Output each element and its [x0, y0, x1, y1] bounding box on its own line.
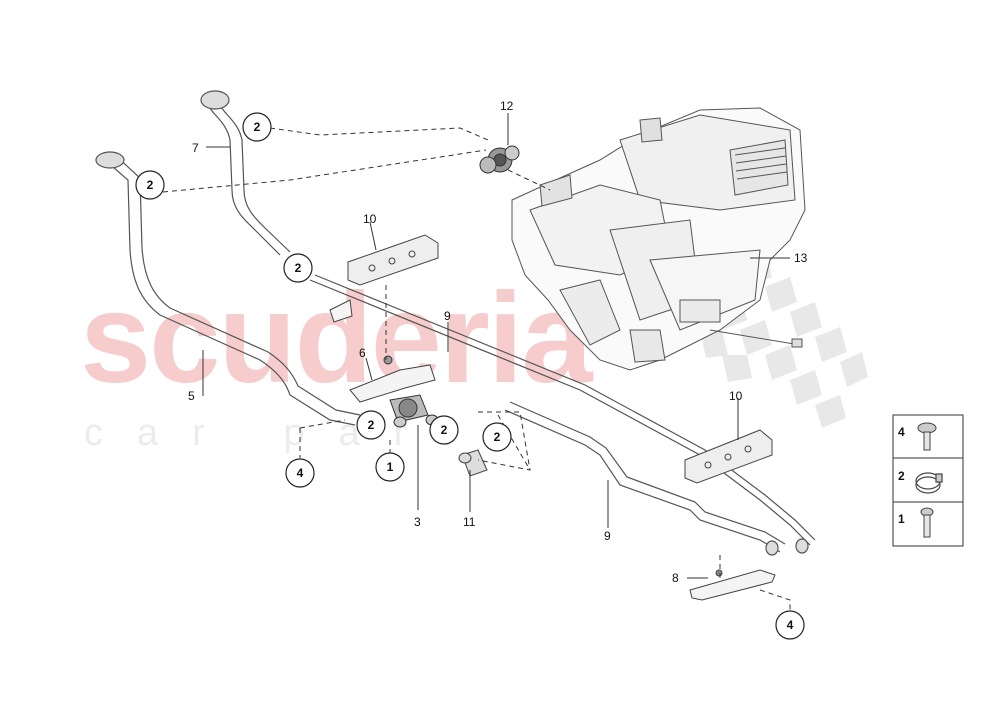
svg-text:4: 4	[297, 466, 304, 480]
svg-text:2: 2	[368, 418, 375, 432]
clamp-2-icon	[915, 472, 943, 494]
label-part-9-lower: 9	[604, 529, 611, 543]
svg-text:2: 2	[441, 423, 448, 437]
label-part-9-upper: 9	[444, 309, 451, 323]
part-12-connector	[479, 145, 520, 174]
callout-2-left: 2	[135, 170, 165, 200]
hvac-unit	[511, 107, 806, 371]
label-part-6: 6	[359, 346, 366, 360]
callout-2-top: 2	[242, 112, 272, 142]
svg-text:2: 2	[254, 120, 261, 134]
bolt-1-icon	[920, 507, 934, 538]
callout-2-connector: 2	[482, 422, 512, 452]
callout-1: 1	[375, 452, 405, 482]
bolt-4-icon	[917, 422, 937, 451]
label-part-13: 13	[794, 251, 808, 265]
bracket-6	[329, 299, 436, 403]
label-part-3: 3	[414, 515, 421, 529]
callout-2-pump-right: 2	[429, 415, 459, 445]
legend-item-1-label: 1	[898, 512, 905, 526]
pipe-9-rod	[309, 274, 816, 546]
label-part-5: 5	[188, 389, 195, 403]
bracket-8	[689, 569, 776, 601]
label-part-7: 7	[192, 141, 199, 155]
label-part-12: 12	[500, 99, 514, 113]
callout-4-left: 4	[285, 458, 315, 488]
legend-item-4-label: 4	[898, 425, 905, 439]
label-part-10-upper: 10	[363, 212, 377, 226]
bracket-10-upper	[347, 234, 439, 286]
legend-item-2-label: 2	[898, 469, 905, 483]
hardware-legend: 4 2 1	[892, 414, 964, 547]
watermark-brand: scuderia	[80, 267, 592, 410]
callout-2-pump-left: 2	[356, 410, 386, 440]
svg-text:2: 2	[147, 178, 154, 192]
svg-text:2: 2	[494, 430, 501, 444]
hose-7	[200, 90, 291, 256]
callout-2-mid: 2	[283, 253, 313, 283]
svg-text:1: 1	[387, 460, 394, 474]
connector-11	[458, 449, 488, 477]
label-part-10-lower: 10	[729, 389, 743, 403]
hose-5	[95, 151, 361, 426]
label-leaders	[202, 113, 790, 579]
callout-4-right: 4	[775, 610, 805, 640]
label-part-11: 11	[463, 515, 476, 529]
pipe-9-lower	[504, 401, 809, 556]
svg-text:2: 2	[295, 261, 302, 275]
label-part-8: 8	[672, 571, 679, 585]
svg-text:4: 4	[787, 618, 794, 632]
bracket-10-lower	[684, 429, 773, 484]
